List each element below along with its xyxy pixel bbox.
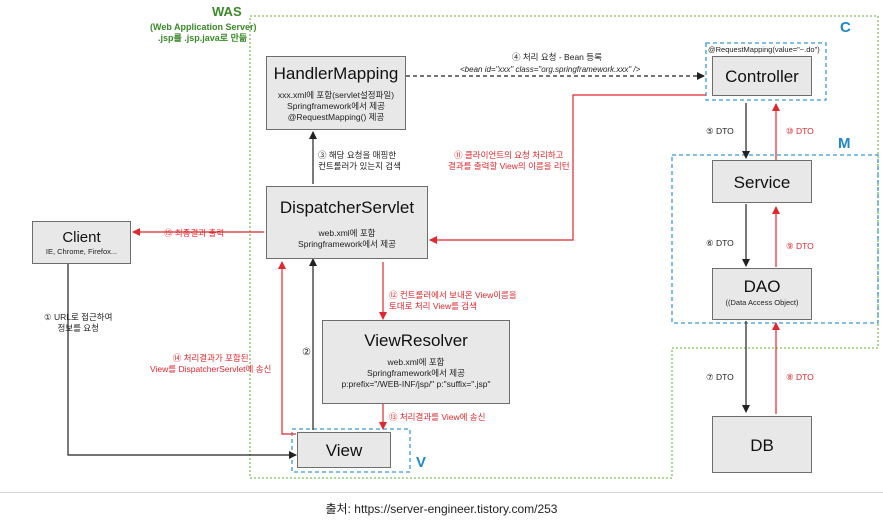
controller-annotation: @RequestMapping(value="~.do") [708, 45, 820, 54]
controller-box: Controller [712, 56, 812, 96]
caption-label: 출처: [325, 502, 351, 516]
source-caption: 출처: https://server-engineer.tistory.com/… [0, 500, 883, 517]
client-box: Client IE, Chrome, Firefox... [32, 221, 131, 264]
dispatcher-servlet-line: Springframework에서 제공 [298, 239, 396, 249]
arrow-step-11 [429, 94, 706, 244]
dao-title: DAO [743, 277, 781, 296]
step-10-label: ⑩ DTO [786, 126, 814, 136]
client-title: Client [62, 229, 101, 246]
view-box: View [297, 432, 391, 468]
step-6-label: ⑥ DTO [706, 238, 734, 248]
view-resolver-line: Springframework에서 제공 [367, 368, 465, 378]
dao-box: DAO ((Data Access Object) [712, 268, 812, 320]
handler-mapping-line: xxx.xml에 포함(servlet설정파일) [277, 90, 395, 100]
step-15-label: ⑮ 최종결과 출력 [164, 228, 225, 238]
was-boundary [249, 15, 879, 479]
dispatcher-servlet-title: DispatcherServlet [279, 198, 415, 217]
db-title: DB [750, 436, 774, 455]
controller-zone [705, 42, 827, 101]
view-resolver-box: ViewResolver web.xml에 포함 Springframework… [322, 320, 510, 404]
service-title: Service [733, 173, 791, 192]
step-4-label: ④ 처리 요청 - Bean 등록 [512, 52, 602, 62]
arrow-step-1 [67, 264, 297, 459]
handler-mapping-title: HandlerMapping [273, 64, 399, 83]
handler-mapping-line: @RequestMapping() 제공 [287, 112, 385, 122]
zone-v-label: V [416, 454, 427, 471]
step-2-label: ② [302, 347, 311, 358]
dispatcher-servlet-box: DispatcherServlet web.xml에 포함 Springfram… [266, 186, 428, 259]
step-7-label: ⑦ DTO [706, 372, 734, 382]
view-title: View [325, 441, 363, 460]
handler-mapping-box: HandlerMapping xxx.xml에 포함(servlet설정파일) … [266, 56, 406, 130]
step-8-label: ⑧ DTO [786, 372, 814, 382]
zone-m-label: M [838, 135, 851, 152]
arrow-step-14 [278, 261, 296, 435]
db-box: DB [712, 416, 812, 473]
service-box: Service [712, 160, 812, 203]
was-subtitle: (Web Application Server) [150, 22, 257, 32]
caption-divider [0, 492, 883, 493]
client-line: IE, Chrome, Firefox... [45, 247, 118, 256]
dao-line: ((Data Access Object) [725, 298, 799, 307]
step-9-label: ⑨ DTO [786, 241, 814, 251]
step-13-label: ⑬ 처리결과를 View에 송신 [389, 412, 486, 422]
was-title: WAS [212, 4, 242, 19]
view-resolver-line: p:prefix="/WEB-INF/jsp/" p:"suffix=".jsp… [341, 379, 491, 389]
view-resolver-title: ViewResolver [364, 331, 468, 350]
step-4-bean: <bean id="xxx" class="org.springframewor… [460, 65, 641, 74]
view-resolver-line: web.xml에 포함 [387, 357, 445, 367]
view-zone [291, 428, 411, 473]
controller-title: Controller [725, 67, 799, 86]
dispatcher-servlet-line: web.xml에 포함 [318, 228, 376, 238]
zone-c-label: C [840, 19, 851, 36]
handler-mapping-line: Springframework에서 제공 [287, 101, 385, 111]
step-5-label: ⑤ DTO [706, 126, 734, 136]
was-note: .jsp를 .jsp.java로 만듦 [158, 33, 248, 43]
caption-source: https://server-engineer.tistory.com/253 [354, 502, 558, 516]
